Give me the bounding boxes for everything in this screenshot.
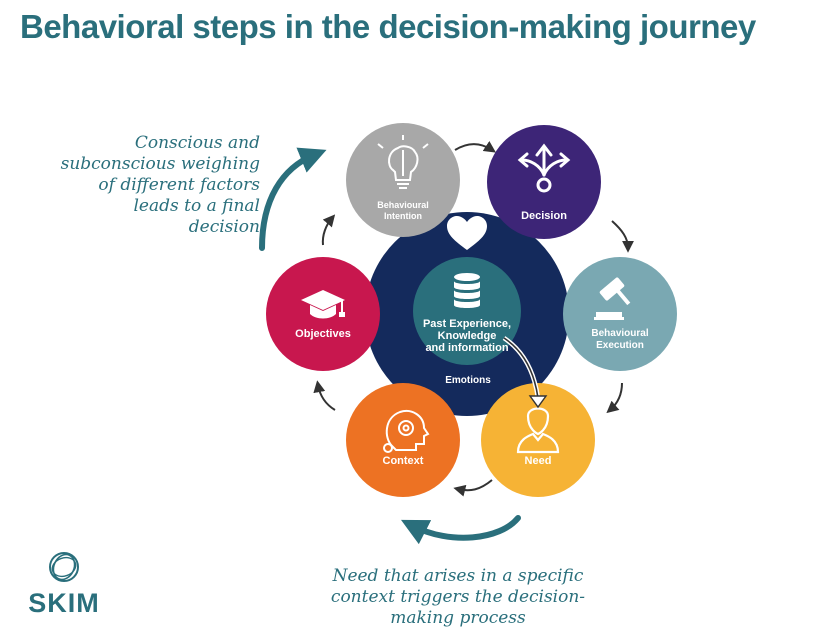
node-label-decision: Decision — [521, 210, 567, 222]
core-to-need-arrowhead — [528, 395, 548, 409]
curved-arrow-top — [259, 147, 327, 251]
node-need: Need — [481, 383, 595, 497]
core-label-line-1: Past Experience, — [423, 318, 511, 330]
gavel-icon — [594, 277, 631, 320]
skim-logo-mark — [49, 552, 79, 582]
cycle-arrow-execution-need — [606, 382, 623, 414]
emotions-label: Emotions — [445, 375, 491, 386]
node-behavioural-execution: Behavioural Execution — [563, 257, 677, 371]
node-context: Context — [346, 383, 460, 497]
head-gear-icon — [383, 410, 430, 453]
core-label-line-3: and information — [425, 342, 508, 354]
cycle-arrow-intention-decision — [454, 141, 496, 153]
person-icon — [516, 407, 560, 454]
curved-arrow-bottom — [400, 515, 521, 545]
lightbulb-brain-icon — [377, 135, 429, 189]
node-label-objectives: Objectives — [295, 328, 351, 340]
cycle-arrows — [313, 141, 634, 497]
database-icon — [454, 273, 480, 308]
skim-logo: SKIM — [18, 548, 110, 618]
node-label-line-1: Behavioural — [591, 328, 648, 339]
cycle-arrow-objectives-intention — [321, 214, 336, 246]
core-label-line-2: Knowledge — [438, 330, 497, 342]
node-label-line-2: Intention — [384, 211, 422, 221]
node-label-need: Need — [525, 455, 552, 467]
page-title: Behavioral steps in the decision-making … — [20, 8, 756, 45]
split-arrows-icon — [517, 143, 571, 193]
node-objectives: Objectives — [266, 257, 380, 371]
node-label-context: Context — [383, 455, 424, 467]
past-experience-circle — [413, 257, 521, 365]
note-need-context: Need that arises in a specific context t… — [330, 566, 586, 628]
node-decision: Decision — [487, 125, 601, 239]
note-decision-weighing: Conscious and subconscious weighing of d… — [60, 133, 260, 237]
heart-icon — [447, 216, 487, 250]
logo-text: SKIM — [28, 588, 100, 618]
cycle-arrow-need-context — [453, 479, 493, 497]
node-label-line-1: Behavioural — [377, 200, 429, 210]
graduation-cap-icon — [301, 290, 345, 319]
cycle-arrow-context-objectives — [313, 380, 336, 411]
cycle-arrow-decision-execution — [611, 220, 634, 253]
node-label-line-2: Execution — [596, 340, 644, 351]
node-behavioural-intention: Behavioural Intention — [346, 123, 460, 237]
